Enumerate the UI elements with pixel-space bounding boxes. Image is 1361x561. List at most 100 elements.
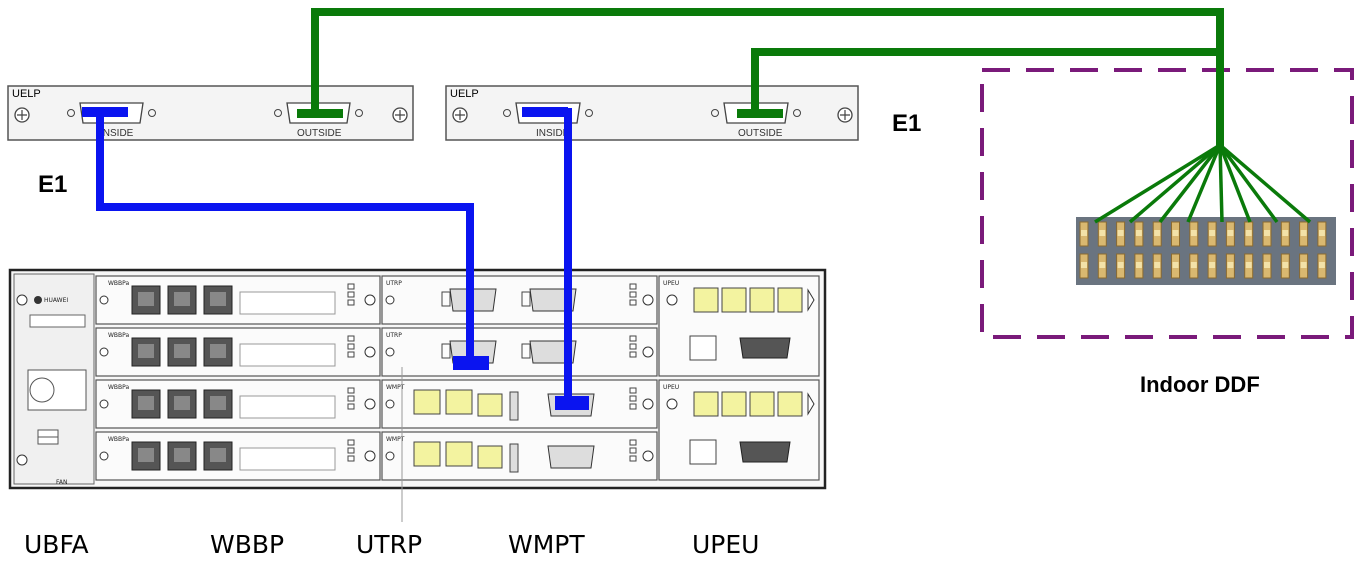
- ethernet-port: [414, 390, 440, 414]
- ddf-terminal-pin-highlight: [1136, 262, 1142, 268]
- ddf-terminal-pin-highlight: [1154, 262, 1160, 268]
- status-led: [630, 396, 636, 401]
- alarm-port: [694, 392, 718, 416]
- alarm-port: [778, 288, 802, 312]
- uelp-panel-2: UELP INSIDE OUTSIDE: [446, 86, 858, 140]
- status-led: [630, 344, 636, 349]
- alarm-port: [694, 288, 718, 312]
- ddf-terminal-pin-highlight: [1191, 230, 1197, 236]
- ethernet-port: [478, 394, 502, 416]
- uelp-2-outside-label: OUTSIDE: [738, 128, 783, 139]
- ddf-terminal-pin-highlight: [1319, 230, 1325, 236]
- db-connector: [548, 446, 594, 468]
- status-led: [348, 404, 354, 409]
- cpri-port-inner: [210, 396, 226, 410]
- screw-icon: [365, 399, 375, 409]
- huawei-logo-icon: HUAWEI: [34, 296, 68, 304]
- usb-port: [510, 444, 518, 472]
- blue-cable-2-plug-bottom: [555, 396, 589, 410]
- cpri-port-inner: [138, 344, 154, 358]
- screw-icon: [386, 296, 394, 304]
- ddf-terminal-pin-highlight: [1191, 262, 1197, 268]
- alarm-port: [750, 288, 774, 312]
- ddf-terminal-pin-highlight: [1136, 230, 1142, 236]
- screw-icon: [393, 108, 407, 122]
- upeu-board-title: UPEU: [663, 280, 679, 287]
- screw-icon: [667, 295, 677, 305]
- ethernet-port: [446, 390, 472, 414]
- screw-icon: [365, 451, 375, 461]
- ddf-terminal-pin-highlight: [1081, 262, 1087, 268]
- screw-icon: [643, 399, 653, 409]
- cpri-port-inner: [210, 292, 226, 306]
- ddf-terminal-pin-highlight: [1099, 262, 1105, 268]
- label-plate: [240, 448, 335, 470]
- ddf-terminal-pin-highlight: [1264, 230, 1270, 236]
- green-cable-2-plug: [737, 109, 783, 118]
- power-switch-icon: [690, 336, 716, 360]
- ddf-terminal-pin-highlight: [1081, 230, 1087, 236]
- uelp-panel-1: UELP INSIDE OUTSIDE: [8, 86, 413, 140]
- green-fanout-wire: [1095, 145, 1220, 222]
- upeu-board-title: UPEU: [663, 384, 679, 391]
- alarm-port: [778, 392, 802, 416]
- ddf-terminal-pin-highlight: [1282, 230, 1288, 236]
- status-led: [348, 396, 354, 401]
- ddf-terminal-pin-highlight: [1209, 262, 1215, 268]
- screw-icon: [17, 295, 27, 305]
- status-led: [630, 336, 636, 341]
- mid-board-title: UTRP: [386, 332, 402, 339]
- cpri-port-inner: [174, 292, 190, 306]
- screw-icon: [15, 108, 29, 122]
- ddf-terminal-pin-highlight: [1154, 230, 1160, 236]
- green-fanout-wires: [1095, 145, 1310, 222]
- status-led: [348, 336, 354, 341]
- status-led: [348, 292, 354, 297]
- e1-label-right: E1: [892, 110, 921, 137]
- label-plate: [240, 292, 335, 314]
- screw-icon: [453, 108, 467, 122]
- ddf-terminal-pin-highlight: [1246, 230, 1252, 236]
- cpri-port-inner: [174, 344, 190, 358]
- fan-text: FAN: [56, 479, 68, 486]
- ethernet-port: [446, 442, 472, 466]
- ethernet-port: [414, 442, 440, 466]
- status-led: [630, 448, 636, 453]
- status-led: [630, 292, 636, 297]
- screw-icon: [100, 296, 108, 304]
- blue-cable-2-plug-top: [522, 107, 568, 117]
- uelp-1-inside-label: INSIDE: [100, 128, 134, 139]
- ddf-terminal-pin-highlight: [1319, 262, 1325, 268]
- wbbp-board-title: WBBPa: [108, 384, 130, 391]
- status-led: [630, 352, 636, 357]
- mid-board-title: UTRP: [386, 280, 402, 287]
- wbbp-board-title: WBBPa: [108, 332, 130, 339]
- chassis-row: WBBPaWMPT: [96, 432, 657, 480]
- cpri-port-inner: [174, 396, 190, 410]
- board-label-wmpt: WMPT: [508, 530, 585, 559]
- screw-icon: [386, 452, 394, 460]
- screw-icon: [17, 455, 27, 465]
- screw-icon: [643, 451, 653, 461]
- mid-board: [382, 328, 657, 376]
- blue-cable-1-plug-bottom: [453, 356, 489, 370]
- green-cable-1-plug: [297, 109, 343, 118]
- cpri-port-inner: [138, 448, 154, 462]
- cpri-port-inner: [210, 448, 226, 462]
- cpri-port-inner: [138, 292, 154, 306]
- ddf-terminal-pin-highlight: [1118, 262, 1124, 268]
- green-fanout-wire: [1160, 145, 1220, 222]
- fan-icon: [28, 370, 86, 410]
- label-plate: [240, 344, 335, 366]
- green-fanout-wire: [1130, 145, 1220, 222]
- screw-icon: [667, 399, 677, 409]
- status-led: [630, 284, 636, 289]
- mid-board: [382, 276, 657, 324]
- screw-icon: [386, 348, 394, 356]
- alarm-port: [722, 288, 746, 312]
- status-led: [348, 284, 354, 289]
- status-led: [348, 448, 354, 453]
- status-led: [348, 352, 354, 357]
- screw-icon: [386, 400, 394, 408]
- uelp-1-outside-label: OUTSIDE: [297, 128, 342, 139]
